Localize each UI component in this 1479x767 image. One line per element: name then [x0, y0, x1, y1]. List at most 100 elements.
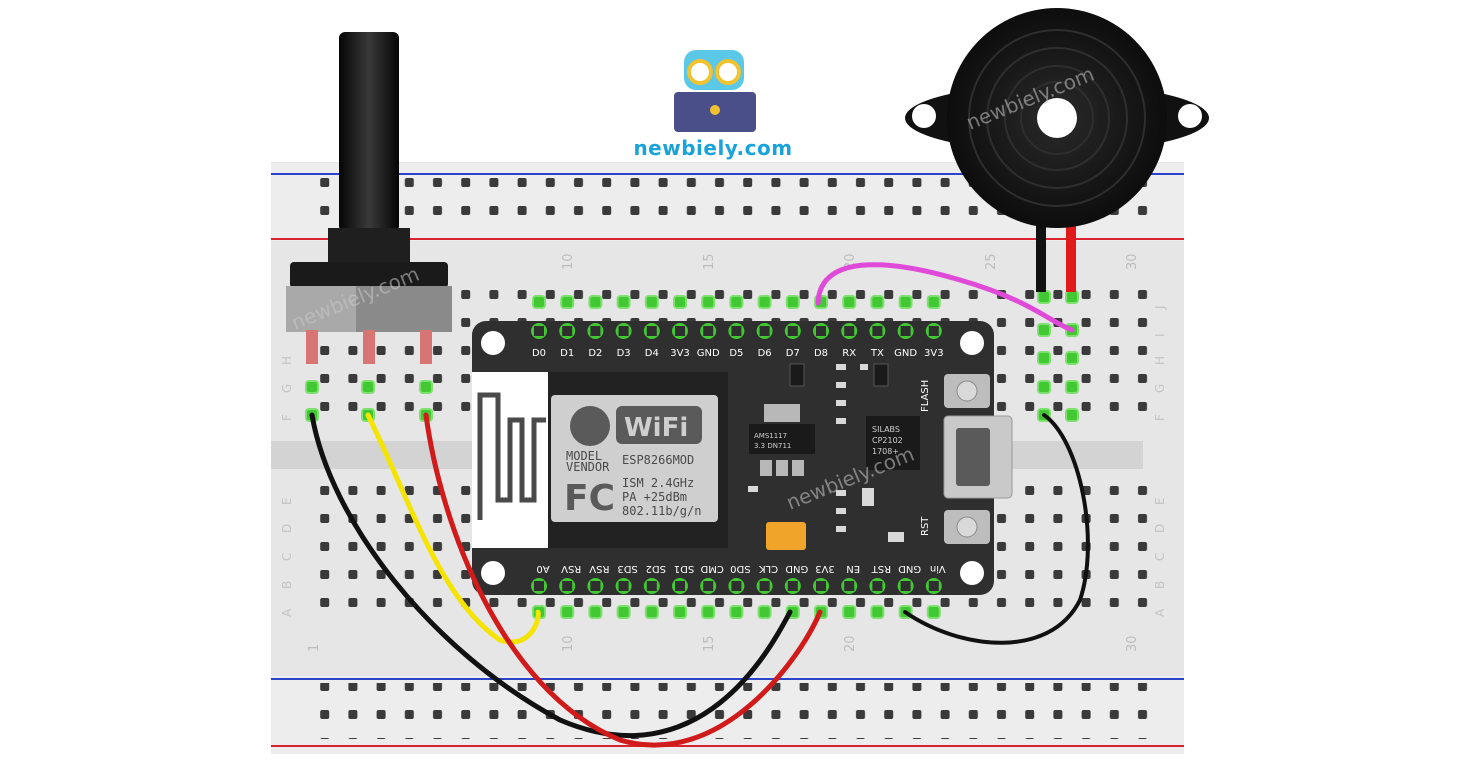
active-hole-buzzer	[1037, 323, 1051, 337]
top-pin-label: 3V3	[924, 348, 944, 359]
active-hole-row-a	[644, 605, 659, 619]
top-pin-socket	[787, 326, 798, 336]
wires	[309, 262, 1090, 748]
buzzer-ring-1	[968, 29, 1146, 207]
pot-pin-2	[363, 330, 375, 364]
top-pin-13: GND	[894, 323, 917, 359]
bottom-pin-socket	[900, 581, 911, 591]
active-hole-row-a	[757, 605, 772, 619]
pot-signal-wire	[365, 412, 541, 645]
active-hole-row-a	[560, 605, 575, 619]
row-letter-b: B	[280, 581, 294, 589]
row-letter-c: C	[280, 553, 294, 561]
top-pin-label: D3	[617, 348, 631, 359]
row-letter-e: E	[280, 497, 294, 505]
top-pin-socket	[900, 326, 911, 336]
bottom-rail-holes	[303, 683, 1151, 739]
active-hole-row-j	[757, 295, 772, 309]
top-pin-label: GND	[697, 348, 720, 359]
usb-opening	[956, 428, 990, 486]
laptop-dot-icon	[710, 105, 720, 115]
active-hole-row-j	[842, 295, 857, 309]
bottom-pin-2: RSV	[587, 563, 609, 594]
row-letters-left: A B C D E F G H	[280, 356, 294, 617]
buzzer-signal-wire	[815, 262, 1075, 333]
row-letter-g: G	[280, 384, 294, 393]
row-letter-c-right: C	[1153, 553, 1167, 561]
top-pin-9: D7	[784, 323, 801, 359]
top-pin-socket	[731, 326, 742, 336]
active-hole-pot	[305, 380, 319, 394]
bottom-pin-label: CMD	[700, 563, 724, 574]
bottom-pin-socket	[675, 581, 685, 591]
reset-button-cap	[956, 516, 978, 538]
active-hole-row-j	[729, 295, 744, 309]
active-hole-buzzer	[1065, 351, 1079, 365]
top-pin-label: D2	[588, 348, 602, 359]
active-hole-row-j	[898, 295, 913, 309]
bottom-pin-label: A0	[536, 563, 549, 574]
newbiely-logo	[674, 50, 756, 132]
regulator-label-2: 3.3 DN711	[754, 442, 791, 450]
col-num-25: 25	[984, 253, 999, 270]
bottom-pin-3: SD3	[615, 563, 638, 594]
bottom-pin-label: GND	[785, 563, 808, 574]
bottom-pin-5: SD1	[672, 563, 694, 594]
row-letter-e-right: E	[1153, 497, 1167, 505]
row-letter-d: D	[280, 524, 294, 533]
col-num-1: 1	[307, 644, 322, 652]
pot-gnd-wire	[309, 412, 793, 738]
bottom-pin-6: CMD	[700, 563, 724, 594]
top-pin-label: D1	[560, 348, 574, 359]
top-pin-socket	[844, 326, 855, 336]
bottom-pin-label: RSV	[561, 563, 581, 574]
active-hole-row-a	[701, 605, 716, 619]
bottom-pin-label: EN	[846, 563, 860, 574]
top-pin-7: D5	[728, 323, 745, 359]
top-pin-14: 3V3	[924, 323, 944, 359]
mount-hole-bl	[481, 561, 505, 585]
tantalum-capacitor	[766, 522, 806, 550]
active-hole-buzzer	[1065, 380, 1079, 394]
column-numbers-bottom: 1 10 15 20 30	[307, 635, 1140, 652]
row-letter-f: F	[280, 414, 294, 421]
top-pin-label: TX	[870, 348, 884, 359]
active-hole-row-j	[701, 295, 716, 309]
bottom-pin-socket	[731, 581, 742, 591]
bottom-pin-label: SD1	[674, 563, 694, 574]
bottom-pin-label: SD3	[617, 563, 637, 574]
buzzer-gnd-wire	[903, 413, 1090, 645]
bottom-pin-socket	[703, 581, 714, 591]
buzzer-ring-4	[1020, 81, 1094, 155]
top-pin-socket	[759, 326, 770, 336]
bottom-pin-12: RST	[869, 563, 891, 594]
top-pin-label: D4	[645, 348, 659, 359]
pot-vcc-wire	[423, 412, 823, 748]
top-pin-label: GND	[894, 348, 917, 359]
active-hole-buzzer	[1065, 408, 1079, 422]
col-num-15: 15	[702, 253, 717, 270]
bottom-pin-label: GND	[898, 563, 921, 574]
active-hole-row-j	[616, 295, 631, 309]
wifi-logo-box	[616, 406, 702, 444]
top-pin-socket	[562, 326, 573, 336]
row-letter-f-right: F	[1153, 414, 1167, 421]
top-pin-label: D0	[532, 348, 546, 359]
top-pin-socket	[703, 326, 714, 336]
mount-hole-tl	[481, 331, 505, 355]
top-pin-label: D7	[786, 348, 800, 359]
bottom-pin-socket	[759, 581, 770, 591]
bottom-pin-socket	[844, 581, 855, 591]
row-letter-h-right: H	[1153, 356, 1167, 365]
top-pin-label: 3V3	[670, 348, 690, 359]
top-pin-label: D6	[758, 348, 772, 359]
potentiometer	[286, 32, 452, 364]
pot-bushing	[328, 228, 410, 264]
buzzer-mount-hole-right	[1178, 104, 1202, 128]
row-letter-a: A	[280, 608, 294, 617]
usb-chip-label-2: CP2102	[872, 436, 903, 445]
col-num-15-bottom: 15	[702, 635, 717, 652]
active-hole-row-a	[616, 605, 631, 619]
